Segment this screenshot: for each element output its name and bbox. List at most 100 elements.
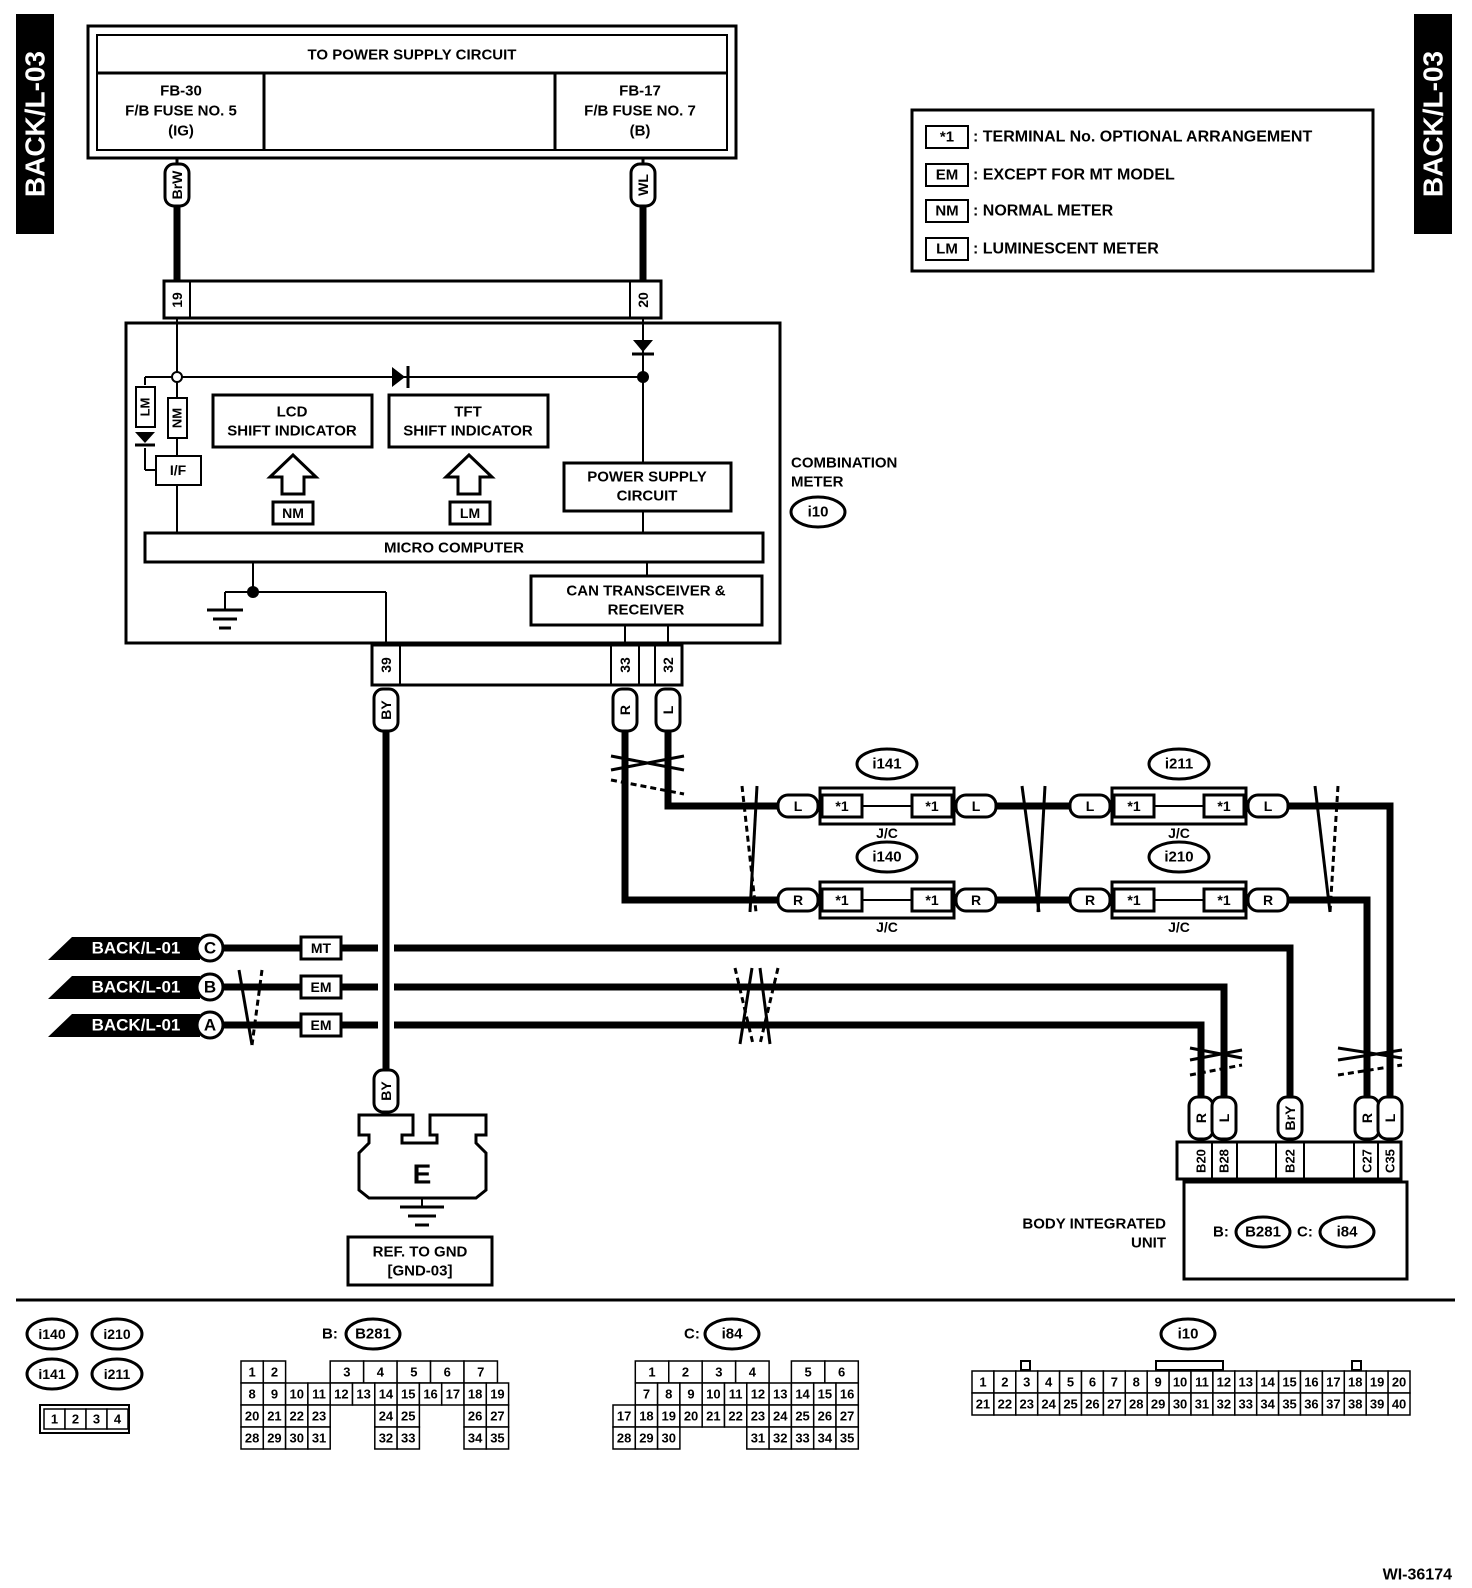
- b281-pin-label: 26: [468, 1409, 482, 1424]
- jc-i141-pin-left: *1: [835, 798, 848, 814]
- i10-pin-label: 5: [1067, 1375, 1074, 1390]
- i84-pin-label: 5: [805, 1365, 812, 1380]
- wire-tag-wl: WL: [629, 162, 657, 208]
- twisted-pair-marker: [610, 754, 1340, 913]
- i10-pin-label: 12: [1217, 1375, 1231, 1390]
- b281-pin-label: 10: [290, 1387, 304, 1402]
- i84-pin-label: 23: [751, 1409, 765, 1424]
- wire-tag-r-meter: R: [611, 687, 639, 733]
- lcd-line-2: SHIFT INDICATOR: [227, 423, 357, 440]
- jc-view-name-2: i210: [103, 1326, 130, 1342]
- micro-computer: MICRO COMPUTER: [143, 531, 765, 564]
- b281-pin-label: 2: [271, 1365, 278, 1380]
- ref-flag-a-letter: A: [204, 1016, 216, 1035]
- b281-pin-label: 12: [334, 1387, 348, 1402]
- joint-connector-i140: i140 R *1 *1 R J/C: [776, 840, 998, 935]
- b281-pin-label: 6: [444, 1365, 451, 1380]
- b281-pin-label: 5: [410, 1365, 417, 1380]
- jc-i141-label: J/C: [876, 825, 898, 841]
- ref-flag-a[interactable]: BACK/L-01 A EM: [48, 1010, 343, 1040]
- wire-tag-r-meter-text: R: [617, 705, 633, 715]
- b281-pin-label: 31: [312, 1431, 326, 1446]
- i84-pin-label: 25: [795, 1409, 809, 1424]
- body-integrated-unit: R L BrY R L B20 B28 B22 C27 C35 BODY INT…: [1022, 1095, 1409, 1281]
- legend-box: *1 : TERMINAL No. OPTIONAL ARRANGEMENT E…: [910, 108, 1375, 273]
- legend-item-terminal: *1 : TERMINAL No. OPTIONAL ARRANGEMENT: [925, 125, 1312, 149]
- jc-pin-label: 1: [51, 1412, 58, 1427]
- i84-view-prefix: C:: [684, 1326, 700, 1343]
- pin-39: 39: [378, 657, 394, 673]
- ref-flag-b-text: BACK/L-01: [92, 978, 181, 997]
- b281-pin-label: 24: [379, 1409, 394, 1424]
- i84-pin-label: 9: [687, 1387, 694, 1402]
- b281-pin-label: 11: [312, 1387, 326, 1402]
- i10-pin-label: 26: [1085, 1397, 1099, 1412]
- jc-i210-name: i210: [1164, 849, 1193, 866]
- jc-i210-pin-left: *1: [1127, 892, 1140, 908]
- biu-pin-b22: B22: [1283, 1149, 1298, 1173]
- jc-i140-name: i140: [872, 849, 901, 866]
- wire-tag-brw: BrW: [163, 162, 191, 208]
- ref-flag-c[interactable]: BACK/L-01 C MT: [48, 933, 343, 963]
- i10-pin-label: 18: [1348, 1375, 1362, 1390]
- i10-pin-label: 39: [1370, 1397, 1384, 1412]
- wire-tag-by-top-text: BY: [378, 700, 394, 720]
- power-wires: BrW WL: [163, 158, 657, 280]
- i10-pin-label: 3: [1023, 1375, 1030, 1390]
- figure-id: WI-36174: [1383, 1567, 1452, 1584]
- biu-wire-tag-2: L: [1210, 1095, 1238, 1141]
- legend-item-em: EM : EXCEPT FOR MT MODEL: [925, 163, 1175, 187]
- b281-pin-label: 18: [468, 1387, 482, 1402]
- b281-pin-label: 35: [490, 1431, 504, 1446]
- i10-pin-label: 13: [1239, 1375, 1253, 1390]
- i10-pin-label: 25: [1063, 1397, 1077, 1412]
- tft-tag-text: LM: [460, 505, 480, 521]
- biu-label-1: BODY INTEGRATED: [1022, 1216, 1166, 1233]
- legend-symbol-1: *1: [940, 129, 954, 146]
- b281-pin-label: 21: [267, 1409, 281, 1424]
- jc-i210-wire-left: R: [1085, 892, 1095, 908]
- i10-pin-label: 28: [1129, 1397, 1143, 1412]
- biu-wire-tag-3-text: BrY: [1282, 1105, 1298, 1131]
- i84-pin-label: 19: [662, 1409, 676, 1424]
- i10-pin-label: 11: [1195, 1375, 1209, 1390]
- meter-connector-bottom: 39 33 32: [370, 643, 684, 687]
- i84-pin-cell: [656, 1426, 681, 1450]
- legend-text-2: : EXCEPT FOR MT MODEL: [973, 167, 1175, 184]
- jc-i211-wire-left: L: [1086, 798, 1095, 814]
- b281-pin-label: 29: [267, 1431, 281, 1446]
- wire-tag-l-meter-text: L: [660, 705, 676, 714]
- jc-i141-name: i141: [872, 756, 901, 773]
- ground-ref-line-1: REF. TO GND: [373, 1244, 468, 1261]
- can-line-2: RECEIVER: [608, 602, 685, 619]
- ground-icon: [207, 608, 243, 630]
- jc-pin-label: 3: [93, 1412, 100, 1427]
- i84-pin-label: 22: [728, 1409, 742, 1424]
- ref-flag-b-tag: EM: [311, 979, 332, 995]
- i84-pin-label: 21: [706, 1409, 720, 1424]
- b281-pin-label: 8: [249, 1387, 256, 1402]
- i84-pin-label: 8: [665, 1387, 672, 1402]
- b281-pin-label: 13: [356, 1387, 370, 1402]
- i10-pin-label: 30: [1173, 1397, 1187, 1412]
- ref-flag-b[interactable]: BACK/L-01 B EM: [48, 972, 343, 1002]
- i84-pin-label: 1: [648, 1365, 655, 1380]
- b281-pin-cell: [307, 1426, 331, 1450]
- i10-pin-label: 37: [1326, 1397, 1340, 1412]
- ref-flag-c-text: BACK/L-01: [92, 939, 181, 958]
- jc-i140-label: J/C: [876, 919, 898, 935]
- biu-wire-tag-4: R: [1353, 1095, 1381, 1141]
- power-supply-circuit: POWER SUPPLY CIRCUIT: [562, 461, 733, 513]
- b281-pin-label: 16: [423, 1387, 437, 1402]
- i84-pin-label: 27: [840, 1409, 854, 1424]
- tft-tag: LM: [448, 500, 492, 526]
- legend-item-nm: NM : NORMAL METER: [925, 199, 1114, 223]
- ground-letter: E: [413, 1159, 432, 1190]
- i84-pin-label: 30: [662, 1431, 676, 1446]
- jc-i210-pin-right: *1: [1217, 892, 1230, 908]
- junction-dot: [637, 371, 649, 383]
